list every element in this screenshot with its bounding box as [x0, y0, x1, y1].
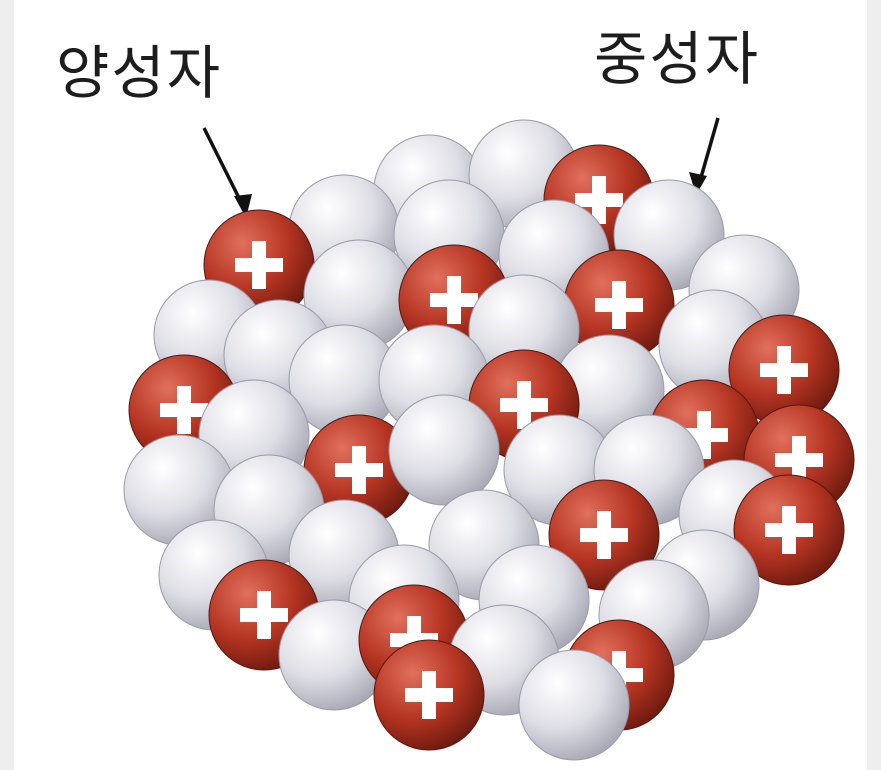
- nucleus: [124, 120, 854, 760]
- nucleus-illustration: [14, 0, 881, 770]
- neutron: [389, 395, 499, 505]
- neutron: [519, 650, 629, 760]
- proton: [374, 640, 484, 750]
